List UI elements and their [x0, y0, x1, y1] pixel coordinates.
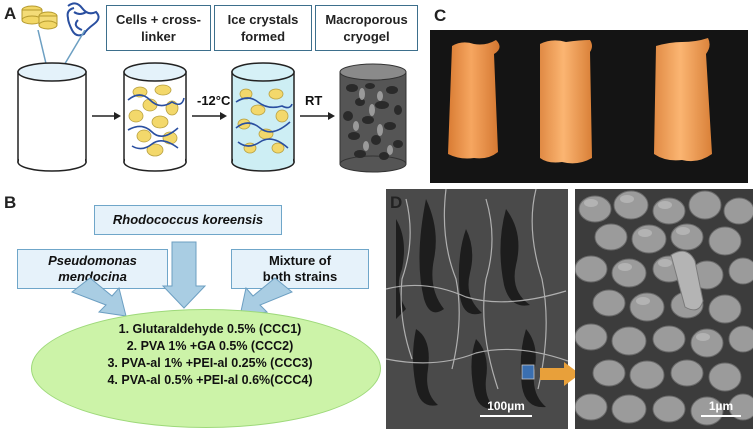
cryogel-sample-2	[540, 40, 592, 164]
panel-c-label: C	[434, 6, 447, 25]
reagents-icon	[21, 2, 100, 37]
cryogel-cylinder-icon	[339, 63, 407, 173]
step-box-cells: Cells + cross-linker	[106, 5, 211, 51]
cryogel-sample-3	[654, 38, 712, 162]
down-arrow-left	[70, 277, 127, 316]
polymer-network-icon	[66, 2, 100, 37]
down-arrow-right	[239, 277, 293, 316]
scale-bar-left-label: 100µm	[487, 399, 525, 413]
method-item: 1. Glutaraldehyde 0.5% (CCC1)	[118, 322, 302, 336]
step-label-cryogel: Macroporous cryogel	[325, 12, 408, 44]
down-arrow-center	[161, 241, 207, 309]
cryogel-photo	[430, 30, 748, 183]
strain-box-rhodococcus: Rhodococcus koreensis	[94, 205, 282, 235]
zoom-region-marker	[521, 364, 535, 380]
panel-b-label: B	[4, 193, 17, 212]
method-item: 4. PVA-al 0.5% +PEI-al 0.6%(CCC4)	[107, 373, 313, 387]
rod-cell	[670, 250, 704, 311]
cells-icon	[21, 5, 58, 30]
panel-d-label: D	[390, 193, 403, 212]
strain-label-pseudomonas: Pseudomonas mendocina	[48, 253, 137, 284]
method-item: 2. PVA 1% +GA 0.5% (CCC2)	[126, 339, 294, 353]
panel-a-label: A	[4, 4, 17, 23]
method-item: 3. PVA-al 1% +PEI-al 0.25% (CCC3)	[107, 356, 313, 370]
temperature-label: -12°C	[197, 93, 231, 108]
ice-cylinder-icon	[231, 62, 295, 172]
scale-bar-right: 1µm	[697, 399, 745, 419]
crosslink-methods-ellipse	[31, 309, 381, 428]
cryogel-sample-1	[448, 40, 500, 159]
cells-cylinder-icon	[123, 62, 187, 172]
strain-label-mixture: Mixture of both strains	[262, 253, 338, 284]
step-box-ice: Ice crystals formed	[214, 5, 312, 51]
porous-structure-image	[386, 189, 568, 429]
strain-box-mixture: Mixture of both strains	[231, 249, 369, 289]
sem-image-low-mag: 100µm	[386, 189, 568, 429]
scale-bar-left: 100µm	[478, 399, 534, 419]
bacterial-cells-image	[575, 189, 753, 429]
step-label-ice: Ice crystals formed	[227, 12, 299, 44]
strain-label-rhodococcus: Rhodococcus koreensis	[112, 212, 264, 227]
strain-arrows	[70, 241, 293, 316]
empty-cylinder-icon	[17, 62, 87, 172]
rt-label: RT	[305, 93, 323, 108]
step-box-cryogel: Macroporous cryogel	[315, 5, 418, 51]
scale-bar-right-label: 1µm	[708, 399, 734, 413]
process-schematic	[17, 62, 407, 173]
step-label-cells: Cells + cross-linker	[116, 12, 201, 44]
cryogel-samples-image	[448, 38, 712, 164]
zoom-arrow-icon	[540, 362, 580, 386]
sem-image-high-mag: 1µm	[575, 189, 753, 429]
methods-list: 1. Glutaraldehyde 0.5% (CCC1) 2. PVA 1% …	[70, 322, 350, 387]
